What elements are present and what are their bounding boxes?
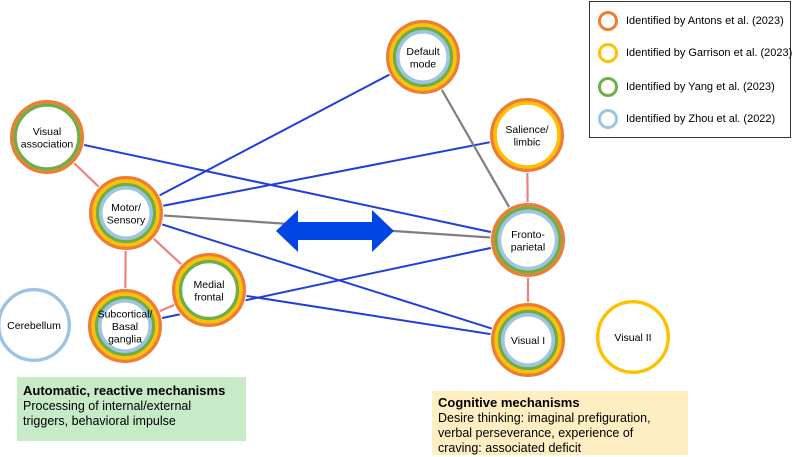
- legend-label: Identified by Antons et al. (2023): [626, 15, 784, 27]
- ring-antons: [491, 303, 566, 378]
- node-label: Cerebellum: [7, 320, 61, 332]
- node-label: Visual: [33, 126, 61, 138]
- ring-antons: [491, 202, 566, 277]
- cognitive-mechanisms-line: craving: associated deficit: [438, 441, 582, 455]
- node-salience-limbic: Salience/limbic: [489, 97, 565, 173]
- node-visual-1: Visual I: [490, 302, 566, 378]
- node-label: Fronto-: [511, 229, 545, 241]
- ring-garrison: [493, 101, 561, 169]
- edge-motor_sensory-salience_limbic: [125, 134, 528, 214]
- ring-zhou: [501, 313, 555, 367]
- node-label: Sensory: [107, 214, 146, 226]
- double-arrow: [276, 210, 394, 252]
- legend-swatch-yang: [598, 77, 618, 97]
- ring-zhou: [99, 186, 153, 240]
- node-label: Motor/: [111, 202, 141, 214]
- cognitive-mechanisms-box: Cognitive mechanisms Desire thinking: im…: [432, 391, 688, 455]
- node-label: Visual I: [511, 335, 545, 347]
- legend-label: Identified by Zhou et al. (2022): [626, 113, 776, 125]
- node-cerebellum: Cerebellum: [0, 287, 72, 363]
- ring-yang: [494, 206, 562, 274]
- ring-antons: [10, 99, 84, 174]
- bidirectional-arrow: [276, 210, 394, 252]
- node-label: ganglia: [108, 334, 142, 346]
- edge-medial_frontal-visual_1: [208, 289, 529, 341]
- ring-antons: [87, 289, 162, 364]
- legend-swatch-garrison: [598, 43, 618, 63]
- automatic-mechanisms-line: Processing of internal/external: [23, 399, 192, 413]
- edge-visual_association-fronto_parietal: [46, 136, 529, 241]
- ring-antons: [386, 20, 461, 94]
- ring-zhou: [0, 288, 71, 362]
- automatic-mechanisms-box: Automatic, reactive mechanisms Processin…: [17, 377, 246, 441]
- legend-swatch-antons: [598, 11, 618, 31]
- ring-garrison: [92, 179, 160, 247]
- ring-garrison: [596, 300, 671, 375]
- node-label: Visual II: [614, 332, 651, 344]
- ring-garrison: [175, 256, 243, 324]
- node-label: association: [21, 138, 74, 150]
- ring-garrison: [494, 306, 562, 374]
- legend-item-yang: Identified by Yang et al. (2023): [598, 75, 775, 99]
- node-label: Basal: [112, 321, 138, 333]
- node-label: Subcortical/: [98, 309, 153, 321]
- node-label: Default: [406, 46, 439, 58]
- ring-yang: [95, 182, 157, 244]
- ring-yang: [392, 26, 454, 88]
- ring-zhou: [396, 30, 450, 84]
- edge-motor_sensory-visual_1: [125, 212, 529, 341]
- ring-yang: [13, 103, 81, 171]
- node-label: Salience/: [505, 124, 548, 136]
- legend-item-garrison: Identified by Garrison et al. (2023): [598, 41, 792, 65]
- ring-antons: [171, 252, 246, 327]
- legend-label: Identified by Yang et al. (2023): [626, 81, 775, 93]
- legend-label: Identified by Garrison et al. (2023): [626, 47, 793, 59]
- legend: Identified by Antons et al. (2023) Ident…: [589, 1, 792, 138]
- ring-yang: [94, 295, 156, 357]
- ring-yang: [497, 309, 559, 371]
- node-label: limbic: [514, 136, 541, 148]
- node-label: mode: [410, 58, 436, 70]
- ring-garrison: [91, 292, 159, 360]
- node-label: parietal: [511, 241, 545, 253]
- ring-yang: [178, 259, 240, 321]
- edge-motor_sensory-default_mode: [125, 56, 424, 214]
- node-visual-2: Visual II: [595, 299, 671, 375]
- cognitive-mechanisms-line: verbal perseverance, experience of: [438, 426, 634, 440]
- cognitive-mechanisms-title: Cognitive mechanisms: [438, 395, 580, 410]
- legend-swatch-zhou: [598, 109, 618, 129]
- node-motor-sensory: Motor/Sensory: [88, 175, 164, 251]
- node-fronto-parietal: Fronto-parietal: [490, 202, 566, 278]
- legend-item-antons: Identified by Antons et al. (2023): [598, 9, 784, 33]
- automatic-mechanisms-title: Automatic, reactive mechanisms: [23, 383, 226, 398]
- ring-antons: [490, 97, 565, 172]
- node-label: frontal: [194, 291, 223, 303]
- ring-zhou: [497, 209, 559, 271]
- cognitive-mechanisms-line: Desire thinking: imaginal prefiguration,: [438, 411, 651, 425]
- ring-zhou: [98, 299, 152, 353]
- legend-item-zhou: Identified by Zhou et al. (2022): [598, 107, 775, 131]
- node-label: Medial: [194, 279, 225, 291]
- ring-antons: [88, 175, 163, 250]
- automatic-mechanisms-line: triggers, behavioral impulse: [23, 414, 176, 428]
- ring-garrison: [389, 23, 457, 91]
